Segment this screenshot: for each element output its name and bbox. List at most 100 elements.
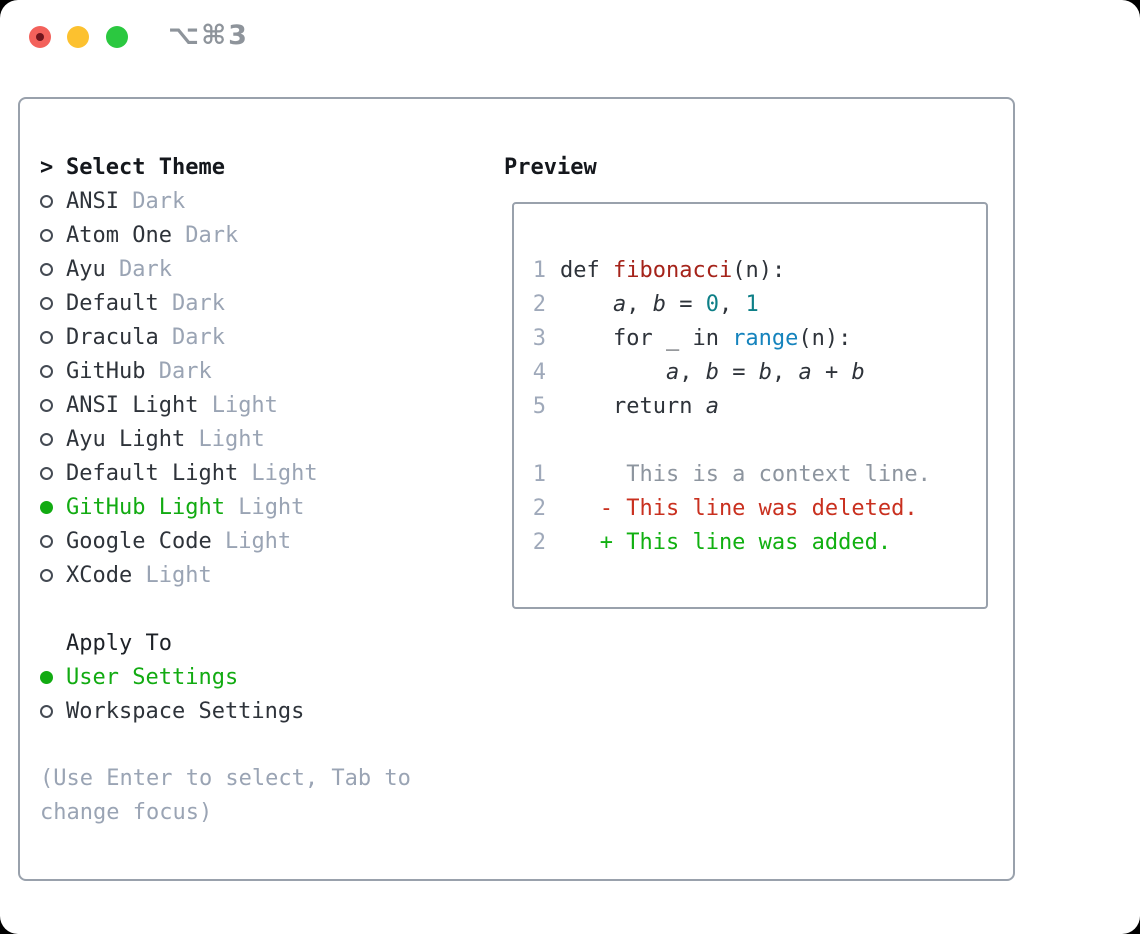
theme-option-ansi[interactable]: ANSI Dark (40, 184, 411, 218)
zoom-button[interactable] (106, 26, 128, 48)
line-number: 1 (532, 462, 546, 487)
code-token: range (732, 326, 799, 351)
code-token: a (665, 360, 680, 385)
theme-option-ansi-light[interactable]: ANSI Light Light (40, 388, 411, 422)
code-token: , (626, 292, 653, 317)
radio-selected-icon (40, 500, 53, 514)
radio-icon (40, 466, 53, 480)
line-number: 4 (532, 360, 546, 385)
code-line-text: for _ in range(n): (560, 322, 851, 356)
theme-menu-title: Select Theme (66, 154, 225, 180)
theme-option-ayu-light[interactable]: Ayu Light Light (40, 422, 411, 456)
code-token: b (652, 292, 666, 317)
apply-option-workspace-settings[interactable]: Workspace Settings (40, 694, 411, 728)
line-number: 3 (532, 326, 546, 351)
apply-option-label: Workspace Settings (66, 698, 305, 724)
radio-icon (40, 194, 53, 208)
theme-option-atom-one[interactable]: Atom One Dark (40, 218, 411, 252)
theme-option-github-light[interactable]: GitHub Light Light (40, 490, 411, 524)
code-token: This is a context line. (560, 462, 931, 487)
code-token: = (718, 360, 759, 385)
theme-variant-label: Light (211, 528, 292, 554)
theme-variant-label: Dark (105, 256, 172, 282)
theme-variant-label: Dark (145, 358, 212, 384)
theme-option-default-light[interactable]: Default Light Light (40, 456, 411, 490)
code-token: fibonacci (612, 258, 733, 283)
theme-option-google-code[interactable]: Google Code Light (40, 524, 411, 558)
theme-option-label: Ayu (66, 256, 106, 282)
code-token: a (612, 292, 627, 317)
theme-option-default[interactable]: Default Dark (40, 286, 411, 320)
code-line-text: - This line was deleted. (560, 492, 918, 526)
code-line: 2 - This line was deleted. (532, 492, 931, 526)
minimize-button[interactable] (67, 26, 89, 48)
code-token: + (811, 360, 852, 385)
code-token: def (560, 258, 613, 283)
spacer-row (40, 592, 411, 626)
code-line-text: a, b = b, a + b (560, 356, 865, 390)
spacer-row (40, 728, 411, 762)
line-number: 5 (532, 394, 546, 419)
radio-icon (40, 330, 53, 344)
code-token (560, 360, 666, 385)
line-number: 2 (532, 496, 546, 521)
hint-text-line2: change focus) (40, 800, 213, 825)
code-token: (n): (732, 258, 786, 283)
code-token: b (758, 360, 772, 385)
code-token: , (771, 360, 799, 385)
code-token: (n): (798, 326, 852, 351)
code-token: + This line was added. (560, 530, 892, 555)
theme-option-label: XCode (66, 562, 133, 588)
code-line: 1 This is a context line. (532, 458, 931, 492)
code-token: 0 (705, 292, 719, 317)
hint-text-line1: (Use Enter to select, Tab to (40, 766, 411, 791)
radio-icon (40, 398, 53, 412)
theme-option-label: Default (66, 290, 159, 316)
code-token: return (560, 394, 706, 419)
radio-selected-icon (40, 670, 53, 684)
code-token: b (705, 360, 719, 385)
apply-to-title: Apply To (66, 630, 172, 656)
code-line-text: def fibonacci(n): (560, 254, 785, 288)
theme-variant-label: Light (132, 562, 212, 588)
code-line (532, 424, 931, 458)
theme-option-dracula[interactable]: Dracula Dark (40, 320, 411, 354)
theme-option-ayu[interactable]: Ayu Dark (40, 252, 411, 286)
theme-option-github[interactable]: GitHub Dark (40, 354, 411, 388)
theme-option-label: GitHub (66, 358, 146, 384)
code-token: = (665, 292, 706, 317)
theme-option-label: ANSI Light (66, 392, 199, 418)
preview-title: Preview (504, 155, 597, 180)
code-token: , (718, 292, 746, 317)
theme-option-label: Default Light (66, 460, 239, 486)
code-line-text: a, b = 0, 1 (560, 288, 759, 322)
theme-variant-label: Light (185, 426, 265, 452)
radio-icon (40, 534, 53, 548)
theme-option-label: GitHub Light (66, 494, 225, 520)
window-shortcut-label: ⌥⌘3 (168, 20, 249, 51)
code-line-text: return a (560, 390, 719, 424)
theme-variant-label: Light (238, 460, 318, 486)
theme-variant-label: Dark (158, 290, 225, 316)
radio-icon (40, 364, 53, 378)
prompt-icon: > (40, 154, 54, 180)
code-line-text: + This line was added. (560, 526, 891, 560)
theme-variant-label: Light (198, 392, 278, 418)
theme-menu-header: > Select Theme (40, 150, 411, 184)
theme-option-xcode[interactable]: XCode Light (40, 558, 411, 592)
theme-variant-label: Dark (118, 188, 186, 214)
code-token: a (798, 360, 812, 385)
theme-variant-label: Dark (171, 222, 239, 248)
apply-option-user-settings[interactable]: User Settings (40, 660, 411, 694)
code-line: 2 + This line was added. (532, 526, 931, 560)
close-button[interactable] (29, 26, 51, 48)
theme-option-label: Ayu Light (66, 426, 186, 452)
theme-option-label: Atom One (66, 222, 172, 248)
line-number (532, 424, 546, 458)
